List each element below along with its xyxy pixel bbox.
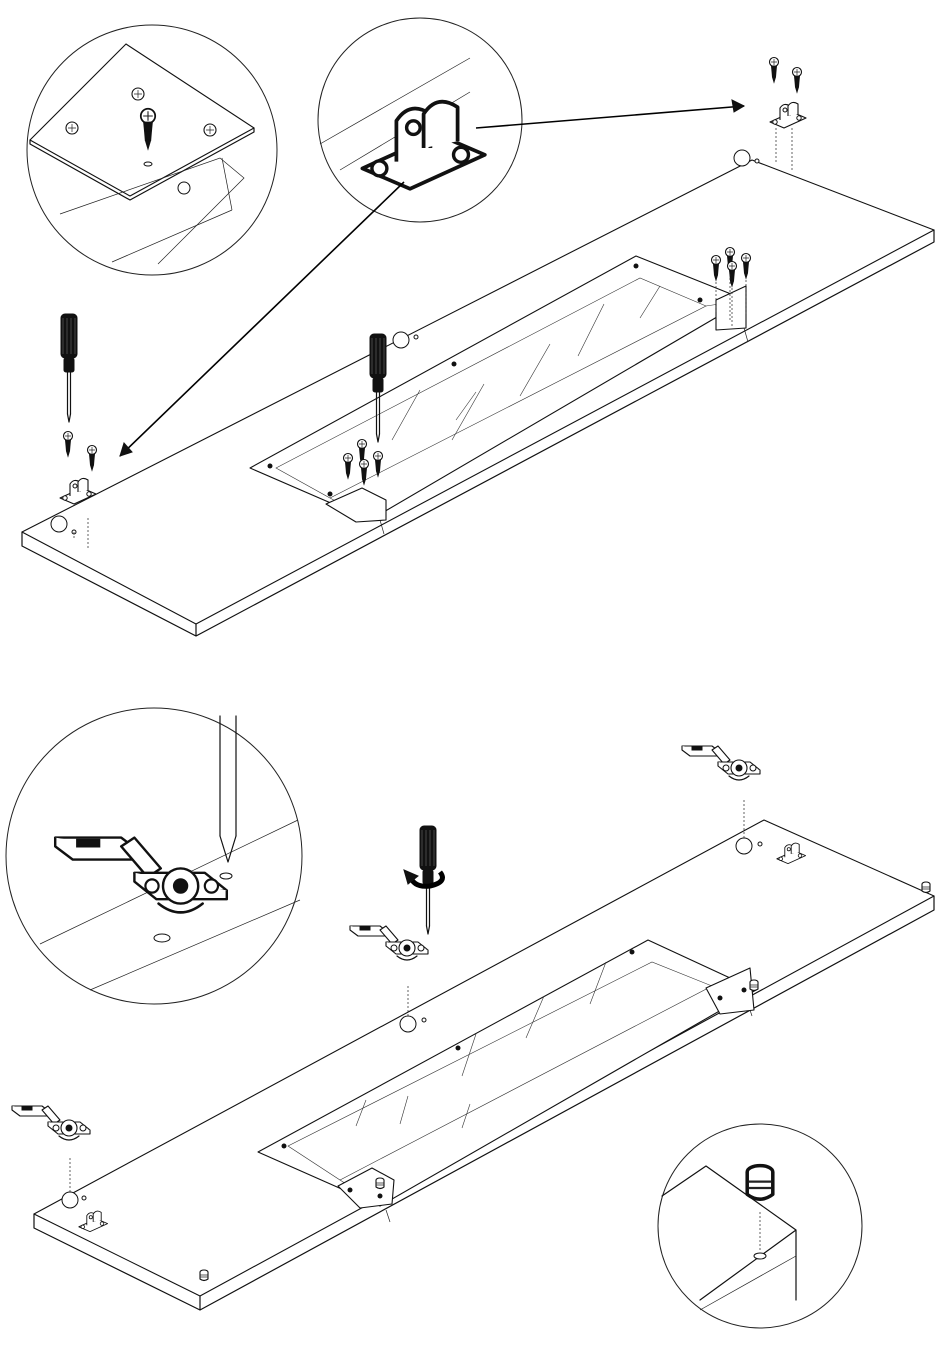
hinge-icon bbox=[12, 1106, 90, 1140]
screw-plate-detail bbox=[27, 25, 277, 275]
screw-icon bbox=[793, 68, 802, 93]
screw-icon bbox=[770, 58, 779, 83]
bumper-icon bbox=[922, 882, 930, 893]
screwdriver-icon bbox=[61, 314, 77, 422]
screw-icon bbox=[64, 432, 73, 457]
screwdriver-icon bbox=[420, 826, 436, 934]
step-top bbox=[22, 18, 934, 636]
bracket-icon bbox=[770, 102, 806, 128]
bumper-icon bbox=[376, 1178, 384, 1189]
bumper-detail bbox=[658, 1124, 862, 1328]
bracket-detail bbox=[318, 18, 522, 222]
hinge-detail bbox=[6, 708, 302, 1004]
screw-icon bbox=[88, 446, 97, 471]
step-bottom bbox=[6, 708, 934, 1328]
hinge-icon bbox=[350, 926, 428, 960]
hinge-icon bbox=[682, 746, 760, 780]
bumper-icon bbox=[200, 1270, 208, 1281]
bumper-icon bbox=[750, 980, 758, 991]
